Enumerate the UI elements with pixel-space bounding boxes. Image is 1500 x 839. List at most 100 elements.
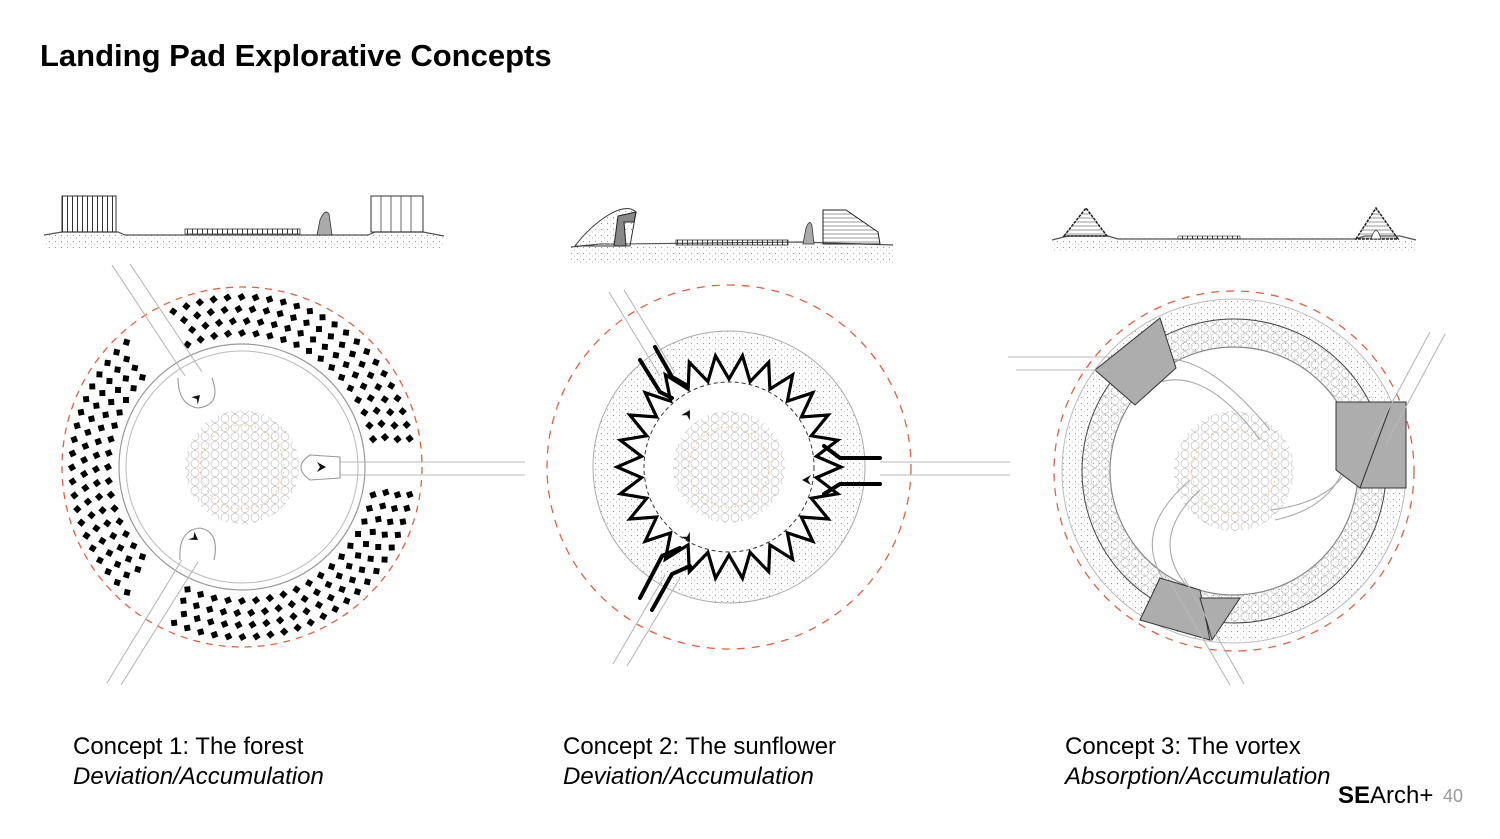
forest-block [342, 360, 350, 369]
forest-block [393, 434, 402, 444]
forest-block [95, 556, 104, 565]
forest-block [292, 585, 301, 594]
forest-block [233, 608, 242, 617]
forest-block [89, 383, 96, 390]
forest-block [109, 531, 118, 540]
forest-block [394, 531, 402, 539]
forest-block [260, 607, 270, 616]
forest-block [380, 369, 389, 378]
forest-block [310, 336, 317, 343]
forest-block [209, 295, 218, 304]
forest-block [113, 578, 121, 587]
forest-block [328, 363, 336, 371]
forest-block [293, 341, 300, 348]
forest-block [169, 307, 178, 316]
forest-block [331, 605, 340, 614]
forest-block [122, 375, 130, 382]
forest-block [88, 544, 97, 553]
forest-block [297, 330, 304, 337]
forest-block [342, 597, 351, 605]
forest-block [353, 588, 362, 596]
forest-block [106, 377, 113, 385]
forest-block [110, 504, 119, 513]
forest-block [114, 386, 122, 394]
forest-block [193, 614, 201, 623]
forest-block [116, 543, 125, 552]
forest-block [206, 307, 215, 317]
forest-block [348, 350, 357, 358]
forest-block [266, 332, 274, 340]
forest-block [123, 355, 131, 363]
forest-block [68, 449, 77, 458]
forest-block [379, 502, 387, 510]
concept1-name: Concept 1: The forest [73, 733, 304, 760]
forest-block [116, 409, 123, 416]
forest-block [326, 593, 335, 602]
forest-block [122, 338, 131, 346]
forest-block [265, 295, 274, 304]
forest-block [97, 424, 105, 432]
forest-block [347, 542, 354, 550]
forest-block [256, 318, 265, 327]
forest-block [303, 319, 310, 327]
forest-block [91, 465, 101, 474]
forest-block [287, 600, 297, 609]
forest-block [96, 371, 103, 378]
forest-block [210, 630, 219, 639]
forest-block [247, 608, 256, 617]
forest-block [252, 329, 260, 338]
concept3-subtitle: Absorption/Accumulation [1065, 763, 1331, 790]
forest-block [92, 478, 102, 488]
forest-block [99, 390, 106, 397]
forest-block [262, 307, 271, 315]
forest-block [113, 348, 121, 356]
concept2-caption: Concept 2: The sunflower Deviation/Accum… [563, 732, 836, 792]
forest-block [276, 309, 284, 318]
forest-block [237, 292, 246, 302]
forest-block [182, 302, 191, 311]
forest-block [170, 619, 178, 627]
forest-block [321, 343, 329, 350]
forest-block [73, 422, 81, 430]
forest-block [242, 317, 251, 326]
forest-block [138, 373, 146, 381]
forest-block [104, 567, 112, 576]
forest-block [107, 435, 115, 443]
forest-block [248, 620, 257, 629]
forest-block [373, 567, 380, 575]
forest-block [363, 578, 371, 586]
forest-block [381, 556, 388, 563]
forest-block [390, 421, 399, 430]
forest-block [220, 305, 229, 315]
forest-block [293, 302, 301, 310]
forest-block [317, 355, 325, 362]
forest-block [375, 544, 382, 550]
forest-block [237, 596, 247, 606]
concept2-section [570, 208, 894, 264]
forest-block [87, 510, 96, 520]
forest-block [103, 519, 112, 528]
forest-block [73, 504, 82, 514]
forest-block [345, 562, 353, 570]
forest-block [368, 434, 378, 444]
forest-block [353, 395, 363, 405]
forest-block [210, 594, 218, 602]
forest-block [390, 504, 399, 513]
forest-block [319, 314, 326, 321]
forest-block [80, 456, 89, 465]
forest-block [346, 384, 355, 393]
forest-block [94, 437, 103, 446]
forest-block [279, 298, 287, 306]
forest-block [304, 578, 314, 588]
forest-block [252, 632, 261, 641]
concept2-plan [546, 284, 1010, 667]
forest-block [108, 398, 115, 406]
forest-block [111, 422, 119, 430]
forest-block [197, 628, 205, 636]
concept1-section [43, 195, 445, 249]
forest-block [338, 553, 346, 561]
forest-block [251, 596, 261, 605]
forest-block [82, 395, 90, 403]
forest-block [180, 610, 188, 618]
